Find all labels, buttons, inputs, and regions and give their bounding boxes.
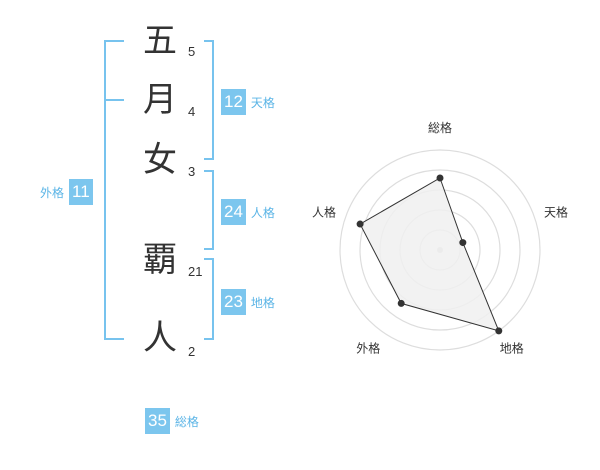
radar-point-0 bbox=[436, 174, 444, 182]
jinkaku-score: 24 人格 bbox=[221, 199, 275, 225]
chikaku-value: 23 bbox=[221, 289, 246, 315]
stroke-count-3: 3 bbox=[188, 164, 196, 179]
gaikaku-value: 11 bbox=[69, 179, 93, 205]
radar-ring-4 bbox=[359, 169, 521, 331]
radar-point-1 bbox=[459, 239, 467, 247]
jinkaku-value: 24 bbox=[221, 199, 246, 225]
tenkaku-label: 天格 bbox=[250, 95, 275, 110]
stroke-count-5: 2 bbox=[188, 344, 196, 359]
jinkaku-label: 人格 bbox=[250, 205, 275, 220]
radar-axis-label-2: 地格 bbox=[500, 341, 524, 356]
tenkaku-value: 12 bbox=[221, 89, 246, 115]
radar-point-3 bbox=[397, 299, 405, 307]
radar-polygon bbox=[359, 177, 500, 332]
name-char-1: 五 bbox=[143, 21, 177, 61]
chikaku-label: 地格 bbox=[250, 295, 275, 310]
stroke-count-2: 4 bbox=[188, 104, 196, 119]
soukaku-score: 35 総格 bbox=[145, 408, 199, 434]
radar-shape bbox=[356, 174, 503, 335]
radar-point-2 bbox=[495, 327, 503, 335]
radar-axis-label-4: 人格 bbox=[312, 204, 336, 219]
gaikaku-score: 外格 11 bbox=[40, 179, 93, 205]
stroke-count-4: 21 bbox=[188, 264, 203, 279]
radar-axis-label-0: 総格 bbox=[428, 120, 452, 135]
stroke-count-1: 5 bbox=[188, 44, 196, 59]
name-char-5: 人 bbox=[143, 318, 177, 358]
name-char-3: 女 bbox=[143, 140, 177, 180]
name-char-2: 月 bbox=[143, 80, 177, 120]
chikaku-score: 23 地格 bbox=[221, 289, 275, 315]
gaikaku-label: 外格 bbox=[40, 185, 65, 200]
radar-point-4 bbox=[356, 220, 364, 228]
radar-axis-label-1: 天格 bbox=[544, 204, 568, 219]
tenkaku-score: 12 天格 bbox=[221, 89, 275, 115]
radar-axis-label-3: 外格 bbox=[356, 341, 380, 356]
name-char-4: 覇 bbox=[143, 240, 177, 280]
radar-ring-5 bbox=[339, 149, 541, 351]
soukaku-label: 総格 bbox=[174, 414, 199, 429]
soukaku-value: 35 bbox=[145, 408, 170, 434]
